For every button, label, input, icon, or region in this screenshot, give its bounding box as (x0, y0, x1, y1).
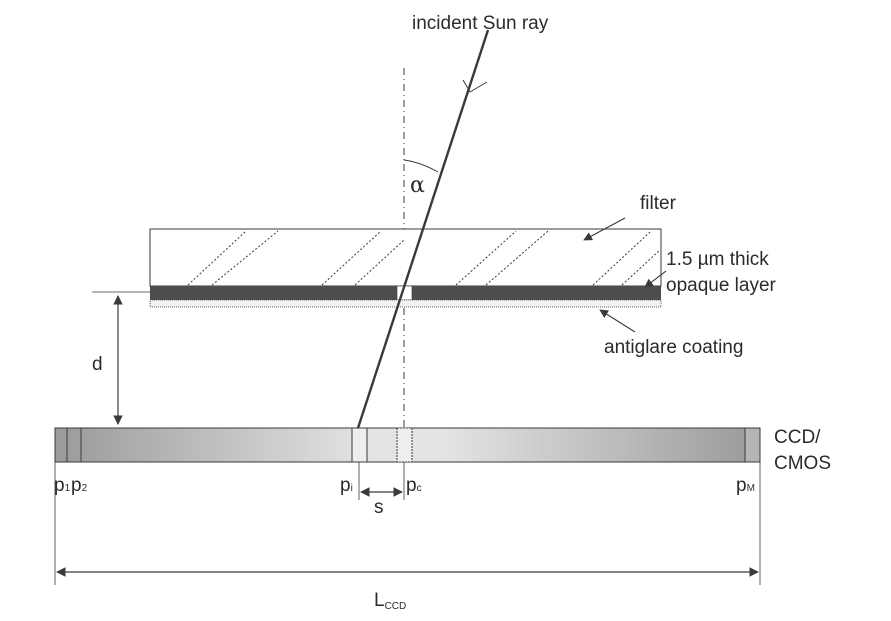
antiglare-coating (149, 299, 662, 308)
sensor-label-line2: CMOS (774, 453, 831, 474)
pixel-label-p2: p2 (71, 475, 88, 496)
pixel-pi (351, 427, 368, 463)
filter-label: filter (640, 193, 677, 214)
filter-pointer (583, 217, 626, 241)
incident-ray-label: incident Sun ray (412, 13, 549, 34)
sensor-label-line1: CCD/ (774, 427, 821, 448)
opaque-pointer (644, 270, 667, 288)
antiglare-pointer (599, 309, 636, 333)
pixel-pc (396, 427, 413, 463)
pixel-label-p1: p1 (54, 475, 71, 496)
length-label: LCCD (374, 590, 406, 612)
opaque-label-line2: opaque layer (666, 275, 777, 296)
angle-arc (403, 159, 439, 173)
filter-glass (149, 228, 662, 287)
opaque-layer-right (412, 286, 661, 300)
angle-label: α (410, 173, 425, 198)
ray-direction-arrow (462, 79, 488, 93)
pixel-label-pc: pc (406, 475, 422, 496)
pixel-pM (744, 427, 761, 463)
opaque-label-line1: 1.5 µm thick (666, 249, 769, 270)
pixel-p2 (66, 427, 82, 463)
pixel-label-pM: pM (736, 475, 755, 496)
pixel-label-pi: pi (340, 475, 353, 496)
filter-hatching (187, 230, 661, 286)
opaque-layer-left (150, 286, 397, 300)
shift-label: s (374, 497, 384, 518)
sun-ray (356, 29, 490, 429)
antiglare-label: antiglare coating (604, 337, 743, 358)
distance-label: d (92, 354, 103, 375)
